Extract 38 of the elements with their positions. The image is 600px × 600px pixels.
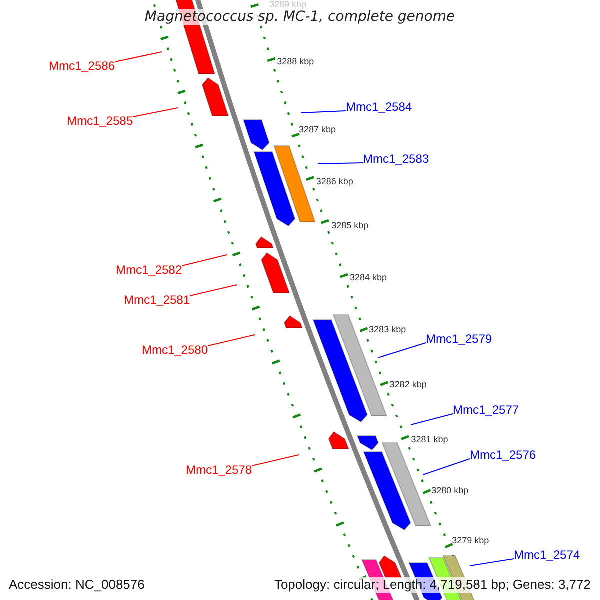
leader-line [470,558,514,566]
scale-label: 3287 kbp [299,124,336,136]
leader-line [378,342,426,358]
leader-line [208,334,256,346]
gene-label: Mmc1_2583 [363,152,430,166]
gene-label: Mmc1_2578 [186,463,252,477]
gene-label: Mmc1_2586 [48,59,115,73]
gene-label: Mmc1_2581 [124,293,190,307]
gene-label: Mmc1_2582 [116,263,182,277]
leader-line [114,52,162,62]
scale-label: 3289 kbp [270,0,307,10]
leader-line [190,284,238,296]
gene-label: Mmc1_2580 [142,343,208,357]
gene-label: Mmc1_2576 [470,448,536,462]
scale-label: 3279 kbp [452,536,490,546]
accession-text: Accession: NC_008576 [9,577,145,593]
gene-label: Mmc1_2584 [346,100,412,114]
gene-label: Mmc1_2579 [426,332,492,346]
scale-label: 3283 kbp [369,324,406,336]
leader-line [252,454,300,466]
gene-label: Mmc1_2574 [514,548,580,562]
leader-line [132,108,178,118]
scale-label: 3284 kbp [350,272,388,284]
leader-line [410,414,454,426]
scale-label: 3281 kbp [411,434,448,446]
gene-label: Mmc1_2585 [66,114,133,128]
scale-label: 3282 kbp [390,380,427,390]
genome-info-text: Topology: circular; Length: 4,719,581 bp; Genes: 3,772 [274,577,591,593]
leader-line [182,254,228,266]
scale-label: 3286 kbp [316,176,354,188]
scale-label: 3285 kbp [332,220,369,232]
scale-label: 3280 kbp [432,486,469,496]
leader-line [300,110,346,114]
scale-label: 3288 kbp [277,56,314,68]
title: Magnetococcus sp. MC-1, complete genome [142,9,458,25]
leader-line [422,458,470,476]
leader-line [318,162,364,164]
gene-label: Mmc1_2577 [453,403,520,417]
